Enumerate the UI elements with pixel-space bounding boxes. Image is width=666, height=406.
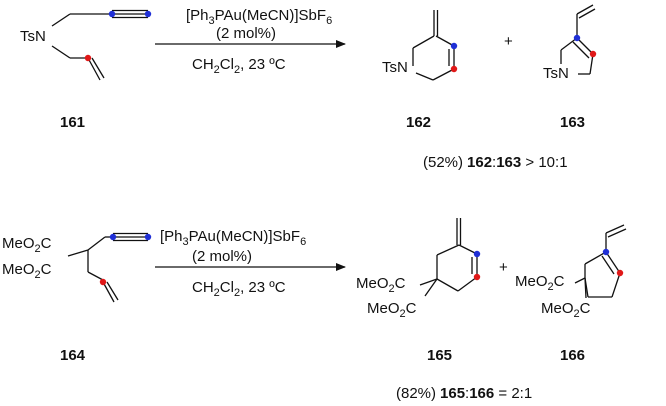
scheme-1: TsN [Ph3PAu(MeCN)]SbF6 (2 mol%) CH2Cl2, … bbox=[20, 4, 597, 171]
product-165-ester-1: MeO2C bbox=[356, 275, 406, 295]
compound-165-label: 165 bbox=[427, 347, 452, 364]
reactant-164-ester-2: MeO2C bbox=[2, 261, 52, 281]
compound-163-label: 163 bbox=[560, 114, 585, 131]
conditions-2-solvent: CH2Cl2, 23 ºC bbox=[192, 279, 286, 299]
conditions-1-catalyst: [Ph3PAu(MeCN)]SbF6 bbox=[186, 7, 332, 27]
conditions-1-solvent: CH2Cl2, 23 ºC bbox=[192, 56, 286, 76]
conditions-2-catalyst: [Ph3PAu(MeCN)]SbF6 bbox=[160, 228, 306, 248]
compound-161-label: 161 bbox=[60, 114, 85, 131]
alkyne-marker bbox=[473, 250, 481, 258]
plus-sign-1: + bbox=[504, 33, 513, 50]
plus-sign-2: + bbox=[499, 259, 508, 276]
alkene-marker bbox=[84, 54, 92, 62]
product-162-tsn-label: TsN bbox=[382, 59, 408, 76]
alkene-marker bbox=[450, 65, 458, 73]
conditions-1-loading: (2 mol%) bbox=[216, 25, 276, 42]
alkyne-marker bbox=[109, 233, 117, 241]
conditions-2-loading: (2 mol%) bbox=[192, 248, 252, 265]
product-165-ester-2: MeO2C bbox=[367, 300, 417, 320]
conditions-2: [Ph3PAu(MeCN)]SbF6 (2 mol%) CH2Cl2, 23 º… bbox=[155, 228, 346, 299]
product-162-structure: TsN bbox=[382, 10, 458, 81]
compound-166-label: 166 bbox=[560, 347, 585, 364]
alkene-marker bbox=[99, 278, 107, 286]
product-163-structure: TsN bbox=[543, 4, 597, 82]
compound-164-label: 164 bbox=[60, 347, 86, 364]
alkyne-marker bbox=[450, 42, 458, 50]
alkene-marker bbox=[589, 50, 597, 58]
compound-162-label: 162 bbox=[406, 114, 431, 131]
product-166-ester-1: MeO2C bbox=[515, 273, 565, 293]
alkene-marker bbox=[473, 273, 481, 281]
reactant-164-ester-1: MeO2C bbox=[2, 235, 52, 255]
alkyne-marker bbox=[602, 248, 610, 256]
alkyne-marker bbox=[573, 34, 581, 42]
scheme-2: MeO2C MeO2C [Ph3PAu(MeCN)]SbF6 (2 mol%) … bbox=[2, 218, 627, 402]
product-165-structure: MeO2C MeO2C bbox=[356, 218, 481, 320]
reactant-161-tsn-label: TsN bbox=[20, 28, 46, 45]
product-163-tsn-label: TsN bbox=[543, 65, 569, 82]
result-2: (82%)165:166 = 2:1 bbox=[396, 385, 532, 402]
reactant-164-structure: MeO2C MeO2C bbox=[2, 232, 152, 303]
conditions-1: [Ph3PAu(MeCN)]SbF6 (2 mol%) CH2Cl2, 23 º… bbox=[155, 7, 346, 76]
alkyne-marker bbox=[144, 233, 152, 241]
product-166-ester-2: MeO2C bbox=[541, 300, 591, 320]
alkyne-marker bbox=[108, 10, 116, 18]
alkyne-marker bbox=[144, 10, 152, 18]
product-166-structure: MeO2C MeO2C bbox=[515, 224, 627, 320]
result-1: (52%)162:163 > 10:1 bbox=[423, 154, 568, 171]
alkene-marker bbox=[616, 269, 624, 277]
reactant-161-structure: TsN bbox=[20, 9, 152, 81]
